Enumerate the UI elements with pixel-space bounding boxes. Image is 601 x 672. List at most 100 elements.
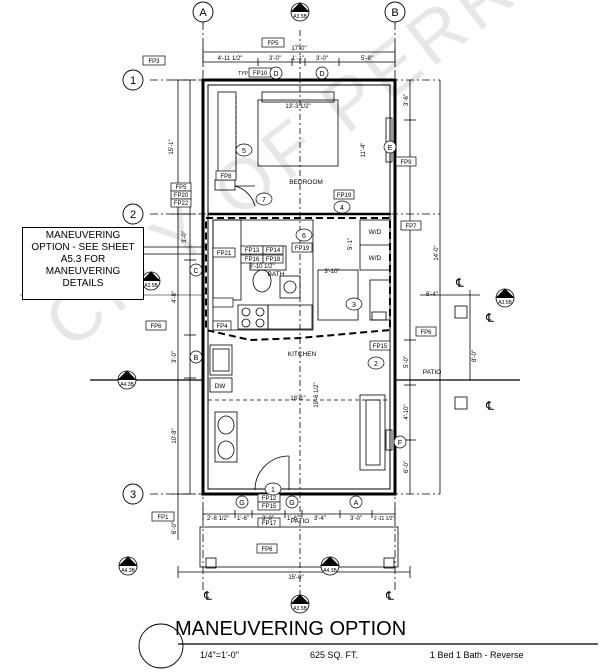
door-tag: D [273, 71, 278, 78]
fp-tag: FP15 [262, 504, 277, 510]
dim-text: 8'-0" [472, 350, 478, 362]
fp-tag: FP4 [216, 324, 228, 330]
window-tag: C [193, 268, 198, 275]
keynote-tag: 5 [242, 148, 246, 155]
window-tag: A [354, 500, 359, 507]
keynote-tag: 1 [271, 487, 275, 494]
keynote-tag: 7 [262, 197, 266, 204]
dim-text: 3'-10" [324, 269, 339, 275]
grid-label-2: 2 [130, 209, 136, 221]
window-tag: F [398, 440, 402, 447]
room-label-patio: PATIO [291, 518, 310, 525]
grid-label-3: 3 [130, 489, 136, 501]
dim-text: 2'-8 1/2" [207, 516, 229, 522]
dim-text: 8'-10 1/2" [249, 264, 274, 270]
dim-text: 6'-0" [172, 522, 178, 534]
fp-tag: FP5 [267, 41, 279, 47]
section-bl-label: 1 [126, 560, 130, 566]
grid-bubble-3 [122, 483, 144, 505]
centerline-icon: ℄ [455, 276, 464, 290]
dim-text: 3'-0" [262, 516, 274, 522]
section-b-ref: A3.5B [144, 283, 158, 289]
keynote-tag: 3 [352, 302, 356, 309]
grid-bubble-2 [122, 203, 144, 225]
dim-text: 3'-4" [314, 516, 326, 522]
fp-tag: FP19 [337, 193, 352, 199]
keynote-tag: 6 [302, 233, 306, 240]
room-label-kitchen: KITCHEN [288, 351, 317, 358]
dim-text: 3'-0" [350, 516, 362, 522]
fp-tag: FP6 [150, 324, 162, 330]
section-d-label: D [503, 292, 508, 298]
fp-tag: FP8 [220, 174, 232, 180]
callout-line: A5.3 FOR [60, 254, 106, 265]
fp-tag: FP6 [261, 547, 273, 553]
grid-bubble-a [192, 1, 214, 23]
centerline-icon: ℄ [485, 311, 494, 325]
dim-text: 14'-0" [434, 245, 440, 260]
room-label-bedroom: BEDROOM [289, 179, 323, 186]
drawing-title: MANEUVERING OPTION [175, 618, 407, 640]
fp-tag: FP15 [373, 344, 388, 350]
fp-tag: FP21 [217, 251, 232, 257]
dim-text: 3'-0" [172, 351, 178, 363]
dim-text: 1'-11 1/2" [374, 516, 395, 522]
washer-dryer-label: W/D [369, 229, 382, 236]
dim-text: 4'-8" [172, 291, 178, 303]
dim-text: 10'-8" [172, 428, 178, 443]
fp-tag: FP3 [148, 59, 160, 65]
dim-text: 15'-1" [169, 139, 175, 154]
dim-text: 11'-4" [361, 143, 367, 158]
dim-text: 3'-0" [316, 56, 328, 62]
window-tag: G [239, 500, 244, 507]
dim-overall: 17'-0" [291, 46, 306, 52]
dim-text: 6'-0" [404, 461, 410, 473]
dim-text: 5'-1" [348, 238, 354, 250]
grid-label-a: A [199, 7, 207, 19]
dim-text: 1'-6" [287, 516, 299, 522]
section-2-label: 2 [328, 560, 332, 566]
room-label-patio: PATIO [423, 369, 442, 376]
section-2-ref: A4.3B [323, 568, 337, 574]
fp-tag: FP22 [174, 201, 189, 207]
section-d-ref: A3.5B [498, 300, 512, 306]
fp-tag: FP5 [175, 185, 187, 191]
fp-tag: FP14 [266, 248, 281, 254]
centerline-icon: ℄ [385, 589, 394, 603]
callout-line: MANEUVERING [45, 230, 121, 241]
drawing-area: 625 SQ. FT. [310, 650, 358, 660]
dim-text: 19'-6 1/2" [314, 382, 320, 407]
dim-text: 5'-8" [361, 56, 373, 62]
callout-line: DETAILS [62, 278, 104, 289]
dim-text: 1'-6" [237, 516, 249, 522]
section-1-ref: A4.3B [120, 382, 134, 388]
section-c-ref: A3.5B [293, 14, 307, 20]
callout-line: MANEUVERING [45, 266, 121, 277]
dim-text: 1'-1" [292, 56, 304, 62]
washer-dryer-label: W/D [369, 255, 382, 262]
dim-text: 15'-0" [288, 575, 303, 581]
fp-tag: FP19 [295, 246, 310, 252]
keynote-tag: 4 [340, 205, 344, 212]
grid-bubble-1 [122, 69, 144, 91]
grid-bubble-b [384, 1, 406, 23]
grid-label-b: B [391, 7, 398, 19]
dim-text: 18'-1" [290, 396, 305, 402]
fp-tag: FP20 [174, 193, 189, 199]
dim-text: 13'-3 1/2" [285, 104, 310, 110]
section-bl-ref: A4.3B [121, 568, 135, 574]
maneuvering-callout: MANEUVERING OPTION - SEE SHEET A5.3 FOR … [22, 227, 144, 300]
dim-text: 3'-0" [182, 231, 188, 243]
fp-tag: FP9 [400, 160, 412, 166]
fp-tag: FP10 [253, 71, 268, 77]
fp-tag: FP18 [266, 257, 281, 263]
dishwasher-label: DW [215, 383, 227, 390]
callout-line: OPTION - SEE SHEET [31, 242, 135, 253]
section-b-label: B [149, 275, 153, 281]
section-a-label: A [298, 598, 302, 604]
dim-text: 6'-4" [426, 292, 438, 298]
dim-text: 4'-11 1/2" [218, 56, 243, 62]
centerline-icon: ℄ [485, 399, 494, 413]
fp-tag: FP12 [262, 496, 277, 502]
